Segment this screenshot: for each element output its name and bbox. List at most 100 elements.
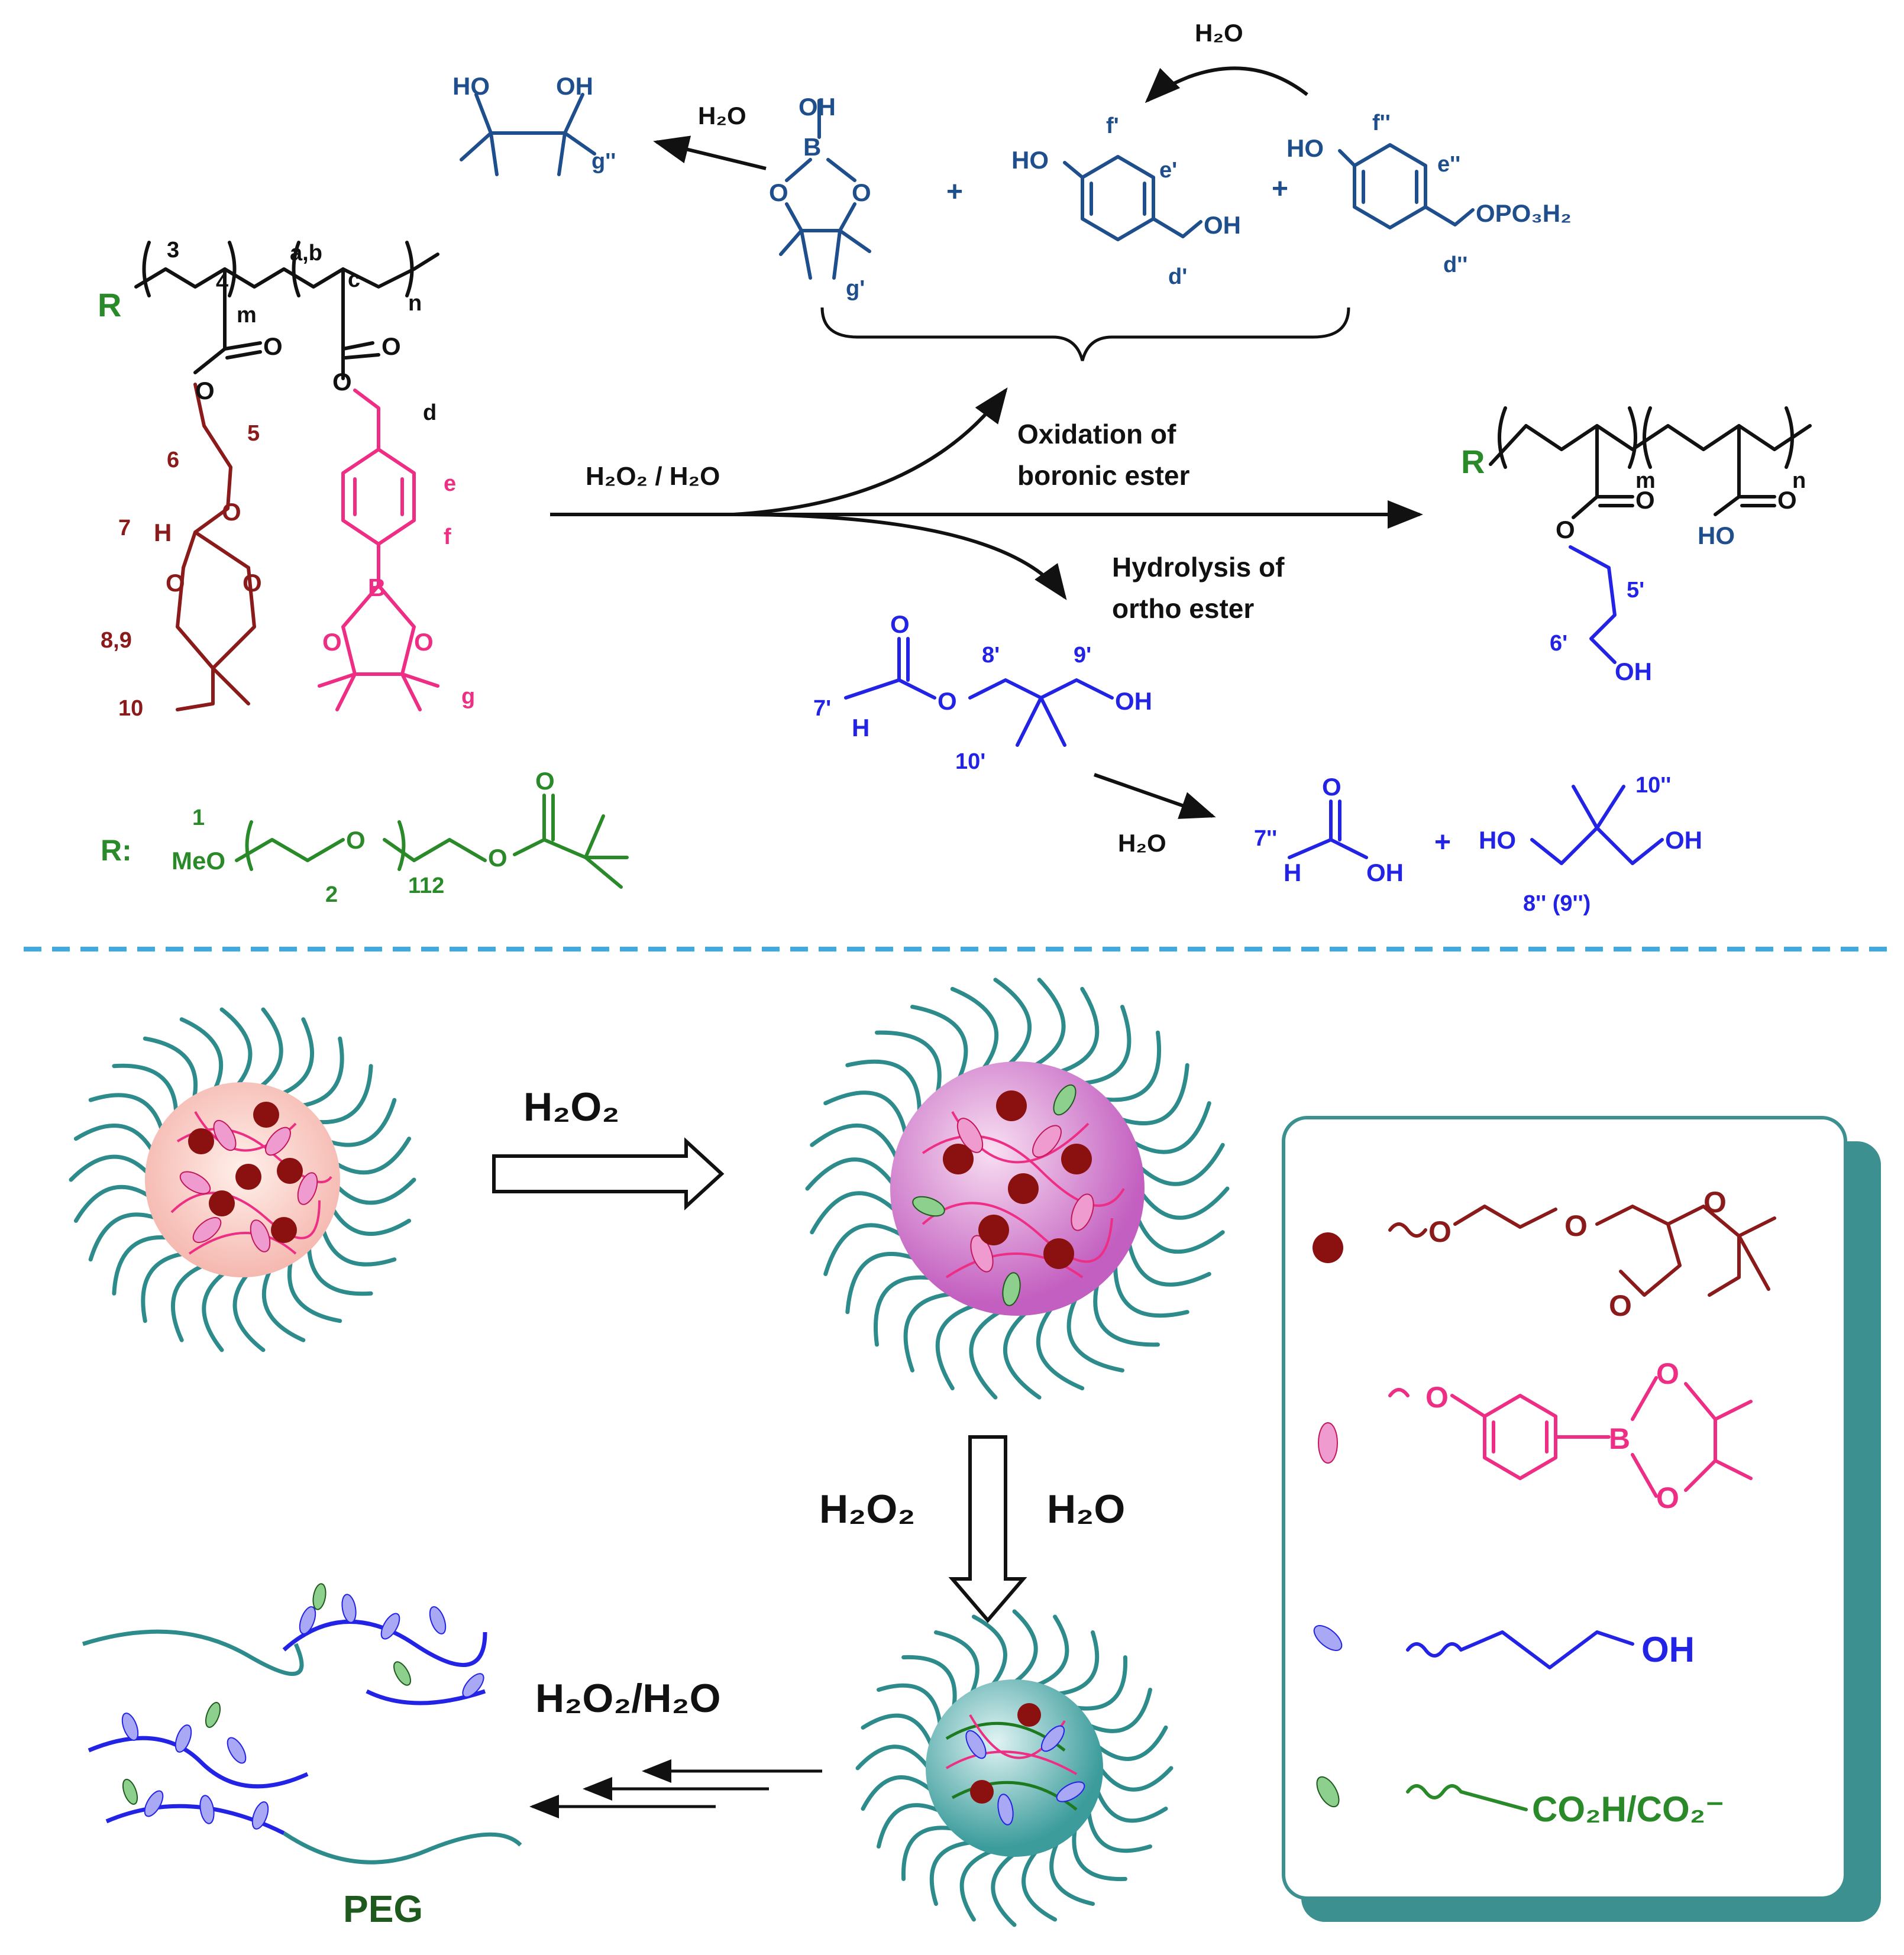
peg-hair <box>877 1803 942 1849</box>
peg-hair <box>971 1614 1007 1688</box>
peg-hair <box>959 1849 994 1922</box>
boronic-acid-o1: O <box>769 179 788 206</box>
hydrolysis-label-1: Hydrolysis of <box>1112 552 1285 582</box>
sub-112: 112 <box>408 873 444 898</box>
product-carbonyl-o-2: O <box>1777 486 1797 514</box>
sub-n: n <box>408 291 422 316</box>
peg-hair <box>1087 1688 1152 1733</box>
plus-1: + <box>946 176 963 208</box>
peg-hair <box>845 1252 922 1315</box>
label-1: 1 <box>192 805 205 830</box>
peg-hair <box>969 1307 1007 1400</box>
product-acid-ho: HO <box>1698 522 1735 549</box>
hba-oh: OH <box>1204 211 1241 239</box>
label-g: g <box>461 684 475 709</box>
peg-hair <box>219 1007 253 1094</box>
legend: O O O O O B O O OH CO₂H/CO₂⁻ <box>1282 1116 1881 1922</box>
peg-hair <box>910 1005 968 1086</box>
peg-hair <box>88 1093 166 1141</box>
hba-ho: HO <box>1011 146 1049 174</box>
label-e-prime: e' <box>1159 158 1177 183</box>
micelle-degrading <box>855 1609 1174 1927</box>
product-ester-o: O <box>1556 516 1575 543</box>
label-c: c <box>348 267 360 292</box>
peg-hair <box>69 1154 156 1182</box>
peg-hair <box>1021 1849 1058 1922</box>
label-7-prime: 7' <box>813 696 831 721</box>
peg-hair <box>73 1124 159 1161</box>
peg-hair <box>929 1840 974 1906</box>
main-reagent: H₂O₂ / H₂O <box>586 462 720 491</box>
peg-hair <box>1126 1101 1211 1154</box>
peg-hair <box>993 977 1032 1070</box>
peg-o: O <box>346 826 366 854</box>
diol-oh: OH <box>1665 826 1702 854</box>
label-9-prime: 9' <box>1074 643 1091 668</box>
peg-hair <box>88 1212 166 1262</box>
peg-hair <box>934 1630 980 1696</box>
peg-hair <box>875 1030 942 1101</box>
peg-hair <box>141 1250 195 1323</box>
peg-hair <box>73 1184 159 1223</box>
label-g-prime: g' <box>846 276 865 301</box>
arrow-left-stack: H₂O₂/H₂O <box>529 1676 822 1818</box>
peg-hair <box>1096 1030 1162 1102</box>
peg-hair <box>1073 1655 1127 1711</box>
label-10-double-prime: 10'' <box>1635 773 1671 798</box>
h2o2-label-b: H₂O₂ <box>819 1487 915 1532</box>
peg-hair <box>1072 1827 1127 1881</box>
peg-hair <box>171 1260 214 1342</box>
label-ab: a,b <box>290 241 322 266</box>
peg-hair <box>1098 1766 1174 1792</box>
peg-hair <box>1134 1212 1225 1254</box>
legend-boronate-o2: O <box>1656 1357 1679 1390</box>
legend-co2: CO₂H/CO₂⁻ <box>1532 1789 1724 1829</box>
peg-hair <box>1113 1258 1189 1318</box>
product-polymer: R m n O O O HO 5' 6' OH <box>1461 406 1812 685</box>
oxidation-label-2: boronic ester <box>1017 460 1190 491</box>
boron-atom: B <box>368 574 386 601</box>
label-d-prime: d' <box>1168 264 1187 289</box>
peg-hair <box>1136 1186 1230 1220</box>
peg-hair <box>290 1036 344 1109</box>
legend-boronate-o3: O <box>1656 1481 1679 1514</box>
peg-hair <box>855 1744 931 1770</box>
peg-hair <box>319 1098 397 1147</box>
peg-hair <box>1093 1276 1160 1347</box>
label-2: 2 <box>325 882 338 907</box>
peg-hair <box>1027 977 1066 1070</box>
r-group-definition: R: 1 MeO O 2 112 O O <box>101 767 629 907</box>
peg-hair <box>1113 1063 1189 1125</box>
peg-hair <box>1049 1840 1095 1906</box>
water-label-2: H₂O <box>698 102 746 130</box>
peg-hair <box>1035 1614 1069 1688</box>
label-d-double-prime: d'' <box>1443 253 1467 277</box>
formic-acid-o: O <box>1322 773 1341 801</box>
plus-3: + <box>1434 827 1451 858</box>
product-sub-m: m <box>1635 468 1656 493</box>
phosphate-ho: HO <box>1286 134 1324 162</box>
label-e-double-prime: e'' <box>1437 152 1460 177</box>
peg-hair <box>1052 986 1100 1076</box>
peg-hair <box>935 1302 982 1391</box>
r-carbonyl-o: O <box>535 767 555 795</box>
label-5: 5 <box>247 421 260 446</box>
legend-ortho-o2: O <box>1564 1209 1588 1242</box>
label-6-prime: 6' <box>1550 631 1567 656</box>
peg-hair <box>1055 1630 1100 1696</box>
formate-ester-oh: OH <box>1115 687 1152 715</box>
diol-ho: HO <box>1479 826 1516 854</box>
peg-hair <box>901 1655 957 1710</box>
peg-hair <box>1087 1809 1152 1853</box>
hydrolysis-label-2: ortho ester <box>1112 593 1254 624</box>
peg-hair <box>873 1275 939 1347</box>
peg-hair <box>823 1090 909 1142</box>
peg-hair <box>810 1123 901 1166</box>
legend-boronate-o: O <box>1425 1381 1449 1414</box>
formate-ester-o-carbonyl: O <box>890 610 910 638</box>
peg-hair <box>903 1292 959 1373</box>
water-label-3: H₂O <box>1118 829 1166 857</box>
r-group-label: R <box>98 286 121 323</box>
peg-hair <box>306 1064 373 1125</box>
peg-hair <box>327 1137 412 1175</box>
